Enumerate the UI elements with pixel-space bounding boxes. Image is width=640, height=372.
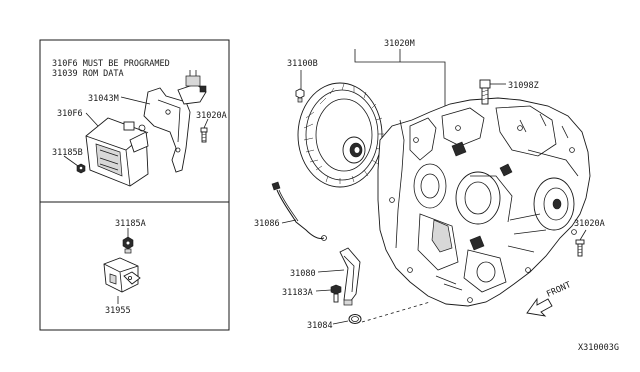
leader-31185B <box>63 155 79 167</box>
leader-310F6 <box>85 112 99 127</box>
callout-310F6: 310F6 <box>57 109 83 119</box>
bolt-31020A-inset <box>200 127 208 143</box>
nut-31185B <box>76 163 86 174</box>
inset-frame-bottom <box>39 201 230 331</box>
nut-31185A <box>122 236 134 254</box>
callout-31185B: 31185B <box>52 148 83 158</box>
oil-charging-pipe-31080 <box>339 247 361 306</box>
leader-31084 <box>332 320 349 325</box>
leader-31080 <box>317 269 345 273</box>
callout-31084: 31084 <box>307 321 333 331</box>
callout-31020A-main: 31020A <box>574 219 605 229</box>
callout-31080: 31080 <box>290 269 316 279</box>
front-arrow-icon <box>526 297 553 317</box>
callout-31100B: 31100B <box>287 59 318 69</box>
tcm-bracket-31043M <box>143 70 207 173</box>
callout-31183A: 31183A <box>282 288 313 298</box>
callout-31098Z: 31098Z <box>508 81 539 91</box>
leader-31086 <box>281 219 297 224</box>
assembly-dash-line <box>361 301 431 323</box>
callout-31086: 31086 <box>254 219 280 229</box>
leader-31020M <box>354 49 446 120</box>
callout-31043M: 31043M <box>88 94 119 104</box>
leader-31020A-main <box>579 229 587 241</box>
diagram-id: X310003G <box>578 343 619 353</box>
programming-note-line2: 31039 ROM DATA <box>52 69 124 79</box>
programming-note-line1: 310F6 MUST BE PROGRAMED <box>52 59 170 69</box>
tcm-unit-310F6 <box>85 117 149 187</box>
sensor-31955 <box>103 257 141 293</box>
leader-31183A <box>315 289 332 292</box>
nut-31100B <box>295 88 305 103</box>
direction-label: FRONT <box>545 280 572 300</box>
torque-converter <box>297 82 384 188</box>
oil-level-gauge-31086 <box>271 181 327 241</box>
callout-31955: 31955 <box>105 306 131 316</box>
leader-31020A-inset <box>203 118 209 129</box>
leader-31043M <box>120 96 151 105</box>
o-ring-31084 <box>348 314 362 324</box>
cvt-transmission-case <box>377 97 591 307</box>
callout-31185A: 31185A <box>115 219 146 229</box>
bolt-31183A <box>330 284 342 303</box>
callout-31020M: 31020M <box>384 39 415 49</box>
bolt-31020A-main <box>575 239 585 257</box>
callout-31020A-inset: 31020A <box>196 111 227 121</box>
